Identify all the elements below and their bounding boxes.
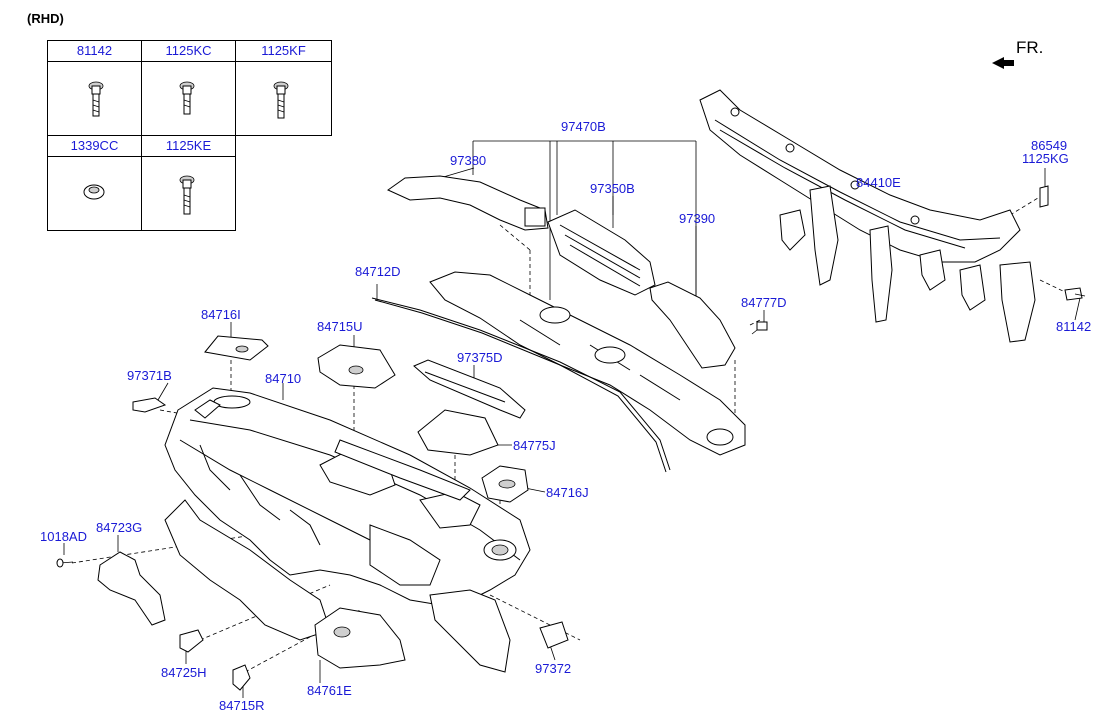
fastener-cell[interactable]: 1125KF — [236, 41, 332, 136]
part-label-84723G[interactable]: 84723G — [96, 520, 143, 535]
part-label-97380[interactable]: 97380 — [450, 153, 487, 168]
part-label-97375D[interactable]: 97375D — [457, 350, 503, 365]
part-label-84716J[interactable]: 84716J — [546, 485, 589, 500]
fastener-cell[interactable]: 1339CC — [48, 136, 142, 231]
bolt-icon-1125KE — [179, 175, 195, 215]
cowl-crossbar — [699, 89, 1086, 343]
part-label-97372[interactable]: 97372 — [535, 661, 572, 676]
part-label-1125KG[interactable]: 1125KG — [1022, 151, 1069, 166]
part-label-84761E[interactable]: 84761E — [307, 683, 352, 698]
fastener-cell[interactable]: 1125KE — [142, 136, 236, 231]
part-label-97350B[interactable]: 97350B — [590, 181, 635, 196]
front-direction-arrow-icon — [992, 57, 1014, 69]
part-label-84712D[interactable]: 84712D — [355, 264, 401, 279]
part-label-97390[interactable]: 97390 — [679, 211, 716, 226]
part-label-84715R[interactable]: 84715R — [219, 698, 265, 713]
bolt-icon-81142 — [88, 81, 104, 117]
fastener-cell[interactable]: 81142 — [48, 41, 142, 136]
fastener-table: 81142 1125KC 1125KF 1339CC 1125KE — [47, 40, 332, 231]
part-label-84775J[interactable]: 84775J — [513, 438, 556, 453]
part-label-84716I[interactable]: 84716I — [201, 307, 241, 322]
fastener-code: 1125KF — [236, 41, 331, 62]
variant-label: (RHD) — [27, 11, 64, 26]
part-label-86549[interactable]: 86549 — [1031, 138, 1068, 153]
part-label-1018AD[interactable]: 1018AD — [40, 529, 87, 544]
part-label-84777D[interactable]: 84777D — [741, 295, 787, 310]
ducts — [371, 175, 768, 473]
front-direction-label: FR. — [1016, 38, 1044, 57]
part-label-97371B[interactable]: 97371B — [127, 368, 172, 383]
fastener-code: 81142 — [48, 41, 141, 62]
fastener-code: 1125KE — [142, 136, 235, 157]
fastener-code: 1125KC — [142, 41, 235, 62]
part-label-84725H[interactable]: 84725H — [161, 665, 207, 680]
lower-panel-left — [56, 397, 569, 691]
fastener-code: 1339CC — [48, 136, 141, 157]
bolt-icon-1125KF — [273, 81, 289, 119]
part-label-84715U[interactable]: 84715U — [317, 319, 363, 334]
covers — [204, 335, 529, 503]
part-label-97470B[interactable]: 97470B — [561, 119, 606, 134]
part-label-84410E[interactable]: 84410E — [856, 175, 901, 190]
bolt-icon-1125KC — [179, 81, 195, 115]
part-label-84710[interactable]: 84710 — [265, 371, 302, 386]
part-label-81142[interactable]: 81142 — [1056, 319, 1092, 334]
nut-icon-1339CC — [83, 184, 105, 200]
fastener-cell[interactable]: 1125KC — [142, 41, 236, 136]
crash-pad-main-body — [164, 387, 531, 606]
